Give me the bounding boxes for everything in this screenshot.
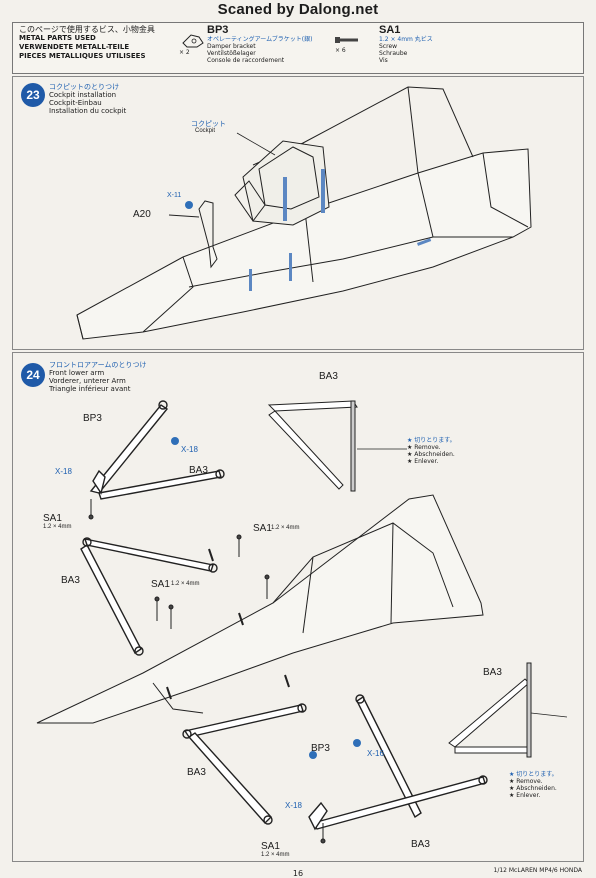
step-24-title-de: Vorderer, unterer Arm — [49, 377, 126, 385]
parts-title-jp: このページで使用するビス、小物金具 — [19, 25, 155, 34]
glue-marks — [249, 169, 432, 291]
cut-note-top-de: ★ Abschneiden. — [407, 451, 455, 458]
parts-icons — [182, 34, 358, 48]
x16-label: X-16 — [367, 749, 384, 758]
ba3-label-top-right: BA3 — [319, 371, 338, 382]
front-lower-arm-right — [308, 694, 488, 831]
sprue-arm-bottom-right — [448, 662, 568, 758]
sa1-size-lower: 1.2 × 4mm — [171, 581, 200, 587]
x18-label-top: X-18 — [181, 445, 198, 454]
sa1-de: Schraube — [379, 50, 408, 57]
sa1-fr: Vis — [379, 57, 388, 64]
screw-icons — [88, 499, 326, 844]
parts-title-de: VERWENDETE METALL-TEILE — [19, 43, 130, 51]
screw-part-icon — [335, 37, 358, 43]
cut-note-bottom-fr: ★ Enlever. — [509, 792, 541, 799]
x18-markers — [171, 437, 361, 759]
sa1-label-left: SA1 — [43, 513, 62, 524]
step-24-title: フロントロアアームのとりつけ Front lower arm Vorderer,… — [49, 361, 146, 393]
sa1-label-mid: SA1 — [253, 523, 272, 534]
sa1-jp: 1.2 × 4mm 丸ビス — [379, 36, 433, 43]
step-23-panel: 23 コクピットのとりつけ Cockpit installation Cockp… — [12, 76, 584, 350]
sa1-part-info: SA1 1.2 × 4mm 丸ビス Screw Schraube Vis — [379, 24, 433, 65]
model-footer: 1/12 McLAREN MP4/6 HONDA — [493, 867, 583, 874]
sa1-label-bottom: SA1 — [261, 841, 280, 852]
step-24-title-en: Front lower arm — [49, 369, 105, 377]
step-24-title-jp: フロントロアアームのとりつけ — [49, 361, 147, 369]
bp3-fr: Console de raccordement — [207, 57, 285, 64]
step-23-title-fr: Installation du cockpit — [49, 107, 127, 115]
cut-note-bottom-jp: ★ 切りとります。 — [509, 771, 558, 778]
step-23-title-en: Cockpit installation — [49, 91, 117, 99]
x11-label: X-11 — [167, 192, 182, 199]
ba3-label-top-left: BA3 — [189, 465, 208, 476]
sa1-label-lower: SA1 — [151, 579, 170, 590]
metal-parts-box: このページで使用するビス、小物金具 METAL PARTS USED VERWE… — [12, 22, 584, 74]
step-23-title-jp: コクピットのとりつけ — [49, 83, 120, 91]
step-23-badge: 23 — [21, 83, 45, 107]
bp3-part-info: BP3 オペレーティングアームブラケット(銀) Damper bracket V… — [207, 24, 313, 65]
parts-title-fr: PIECES METALLIQUES UTILISEES — [19, 52, 146, 60]
bp3-jp: オペレーティングアームブラケット(銀) — [207, 36, 313, 43]
cockpit-leader-line — [236, 132, 276, 156]
step-24-title-fr: Triangle inférieur avant — [49, 385, 131, 393]
cut-note-bottom-en: ★ Remove. — [509, 778, 543, 785]
bp3-qty: × 2 — [179, 49, 190, 56]
bp3-label-bottom: BP3 — [311, 743, 330, 754]
sa1-en: Screw — [379, 43, 398, 50]
scan-title: Scaned by Dalong.net — [217, 1, 379, 18]
step-23-title-de: Cockpit-Einbau — [49, 99, 102, 107]
step-24-panel: 24 フロントロアアームのとりつけ Front lower arm Vorder… — [12, 352, 584, 862]
ba3-label-bottom-left: BA3 — [187, 767, 206, 778]
front-lower-arm-bottom — [182, 703, 307, 825]
x18-label-left: X-18 — [55, 467, 72, 476]
sprue-arm-top-right — [267, 400, 407, 492]
front-lower-arm-top — [89, 400, 225, 500]
x18-label-bottom: X-18 — [285, 801, 302, 810]
bp3-en: Damper bracket — [207, 43, 256, 50]
sa1-size-left: 1.2 × 4mm — [43, 524, 72, 530]
ba3-label-left: BA3 — [61, 575, 80, 586]
bp3-code: BP3 — [207, 24, 229, 36]
step-23-title: コクピットのとりつけ Cockpit installation Cockpit-… — [49, 83, 126, 115]
parts-title: このページで使用するビス、小物金具 METAL PARTS USED VERWE… — [19, 25, 155, 61]
a20-part — [168, 200, 218, 269]
bracket-part-icon — [182, 34, 204, 48]
ba3-label-bottom: BA3 — [411, 839, 430, 850]
cut-note-top: ★ 切りとります。 ★ Remove. ★ Abschneiden. ★ Enl… — [407, 437, 456, 465]
step-23-drawing — [76, 86, 532, 340]
parts-title-en: METAL PARTS USED — [19, 34, 96, 42]
page-number: 16 — [292, 869, 304, 878]
cockpit-label-jp: コクピット — [191, 121, 226, 128]
screw-x11-icon — [185, 201, 193, 209]
step-24-badge: 24 — [21, 363, 45, 387]
chassis-tub-24 — [36, 494, 484, 724]
cut-note-top-jp: ★ 切りとります。 — [407, 437, 456, 444]
cut-note-top-en: ★ Remove. — [407, 444, 441, 451]
chassis-tub — [76, 86, 532, 340]
sa1-size-mid: 1.2 × 4mm — [271, 525, 300, 531]
cut-note-top-fr: ★ Enlever. — [407, 458, 439, 465]
ba3-label-bottom-right-sprue: BA3 — [483, 667, 502, 678]
cut-note-bottom: ★ 切りとります。 ★ Remove. ★ Abschneiden. ★ Enl… — [509, 771, 558, 799]
bp3-label-top: BP3 — [83, 413, 102, 424]
sa1-qty: × 6 — [335, 47, 346, 54]
sa1-size-bottom: 1.2 × 4mm — [261, 852, 290, 858]
cockpit-label-en: Cockpit — [195, 128, 216, 134]
cut-note-bottom-de: ★ Abschneiden. — [509, 785, 557, 792]
front-lower-arm-left — [80, 537, 218, 656]
a20-label: A20 — [133, 209, 151, 220]
sa1-code: SA1 — [379, 24, 401, 36]
bp3-de: Ventilstößelager — [207, 50, 256, 57]
step-24-drawing — [36, 400, 568, 844]
hatch-marks — [166, 548, 290, 700]
cockpit-insert — [234, 140, 330, 226]
